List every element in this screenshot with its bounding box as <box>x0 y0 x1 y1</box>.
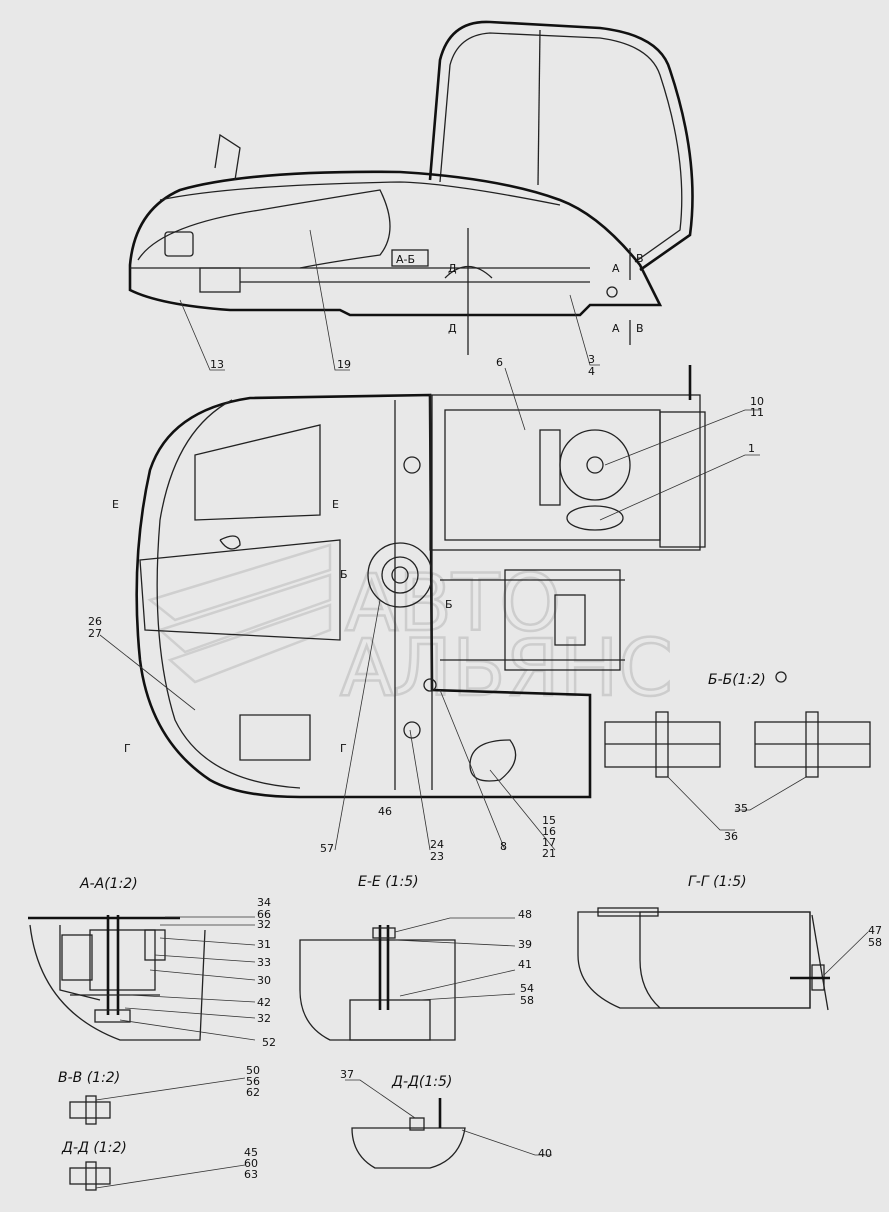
cab-body-side <box>128 170 663 317</box>
mount-hub <box>367 542 433 608</box>
watermark-text-1: АВТО <box>345 559 561 649</box>
rops-frame-inner <box>439 32 683 263</box>
callout-13: 13 <box>210 358 224 371</box>
section-ee: Е-Е (1:5) <box>299 874 516 1041</box>
view-badge-frame <box>391 249 429 267</box>
seat-adjust-knob <box>559 429 631 501</box>
callout-52: 52 <box>262 1036 276 1049</box>
callout-16: 16 <box>542 825 556 838</box>
callout-32-top: 32 <box>257 918 271 931</box>
pedal-frame <box>504 569 621 671</box>
callout-58-gg: 58 <box>868 936 882 949</box>
callout-1: 1 <box>748 442 755 455</box>
callout-10: 10 <box>750 395 764 408</box>
gg-body-outer <box>577 911 811 1009</box>
section-gg-title: Г-Г (1:5) <box>688 874 747 890</box>
cut-mark-d-bottom: Д <box>448 322 457 335</box>
callout-39: 39 <box>518 938 532 951</box>
section-vv-title: В-В (1:2) <box>58 1070 120 1086</box>
callout-34: 34 <box>257 896 271 909</box>
callout-26: 26 <box>88 615 102 628</box>
callout-58-ee: 58 <box>520 994 534 1007</box>
top-view: Е Е Г Г Б Б <box>99 365 760 851</box>
section-vv: В-В (1:2) <box>58 1070 246 1125</box>
callout-11: 11 <box>750 406 764 419</box>
callout-17: 17 <box>542 836 556 849</box>
callout-36: 36 <box>724 830 738 843</box>
cut-mark-e-left: Е <box>112 498 119 511</box>
upper-window <box>194 424 321 521</box>
section-dd-12: Д-Д (1:2) <box>61 1140 246 1191</box>
cut-mark-b-right: Б <box>445 598 453 611</box>
section-bb: Б-Б(1:2) <box>604 671 871 831</box>
callout-8: 8 <box>500 840 507 853</box>
cut-mark-d-top: Д <box>448 262 457 275</box>
callout-35: 35 <box>734 802 748 815</box>
callout-4: 4 <box>588 365 595 378</box>
section-dd12-title: Д-Д (1:2) <box>61 1140 127 1156</box>
callout-31: 31 <box>257 938 271 951</box>
view-badge: А-Б <box>396 253 415 266</box>
bb-pin-left <box>655 711 669 778</box>
callout-27: 27 <box>88 627 102 640</box>
section-ee-title: Е-Е (1:5) <box>358 874 419 890</box>
cut-mark-v-bottom: В <box>636 322 644 335</box>
callout-23: 23 <box>430 850 444 863</box>
mid-window <box>139 539 341 641</box>
side-handle <box>164 231 194 257</box>
callout-19: 19 <box>337 358 351 371</box>
callout-32-bottom: 32 <box>257 1012 271 1025</box>
callout-50: 50 <box>246 1064 260 1077</box>
rops-frame-outer <box>428 20 694 272</box>
bb-pin-right <box>805 711 819 778</box>
callout-46: 46 <box>378 805 392 818</box>
callout-24: 24 <box>430 838 444 851</box>
cut-mark-v-top: В <box>636 252 644 265</box>
seat-frame <box>429 394 701 551</box>
callout-62: 62 <box>246 1086 260 1099</box>
cab-body-plan <box>135 393 592 799</box>
cut-mark-e-right: Е <box>332 498 339 511</box>
side-hatched-block <box>199 267 241 293</box>
callout-41: 41 <box>518 958 532 971</box>
callout-48: 48 <box>518 908 532 921</box>
callout-63: 63 <box>244 1168 258 1181</box>
callout-40: 40 <box>538 1147 552 1160</box>
callout-21: 21 <box>542 847 556 860</box>
callout-33: 33 <box>257 956 271 969</box>
side-lever <box>214 133 241 181</box>
section-dd15-title: Д-Д(1:5) <box>391 1074 452 1090</box>
callout-3: 3 <box>588 353 595 366</box>
callout-6: 6 <box>496 356 503 369</box>
section-aa: А-А(1:2) <box>28 876 256 1041</box>
callout-54: 54 <box>520 982 534 995</box>
side-view: А-Б А В А В Д Д <box>128 20 694 371</box>
callout-47: 47 <box>868 924 882 937</box>
watermark-text-2: АЛЬЯНС <box>340 624 673 714</box>
callout-45: 45 <box>244 1146 258 1159</box>
callout-37: 37 <box>340 1068 354 1081</box>
cut-mark-g-right: Г <box>340 742 347 755</box>
lower-bracket <box>239 714 311 761</box>
watermark-logo <box>147 543 332 684</box>
section-aa-title: А-А(1:2) <box>79 876 138 892</box>
section-gg: Г-Г (1:5) <box>577 874 869 1011</box>
cut-mark-a-bottom: А <box>612 322 620 335</box>
cut-mark-g-left: Г <box>124 742 131 755</box>
section-dd-15: Д-Д(1:5) <box>345 1074 552 1169</box>
callout-42: 42 <box>257 996 271 1009</box>
cut-mark-b-left: Б <box>340 568 348 581</box>
callout-57: 57 <box>320 842 334 855</box>
callout-60: 60 <box>244 1157 258 1170</box>
callout-66: 66 <box>257 908 271 921</box>
callout-56: 56 <box>246 1075 260 1088</box>
seat-backrest <box>659 411 706 548</box>
callout-30: 30 <box>257 974 271 987</box>
cut-mark-a-top: А <box>612 262 620 275</box>
section-bb-title: Б-Б(1:2) <box>708 672 766 688</box>
callout-15: 15 <box>542 814 556 827</box>
